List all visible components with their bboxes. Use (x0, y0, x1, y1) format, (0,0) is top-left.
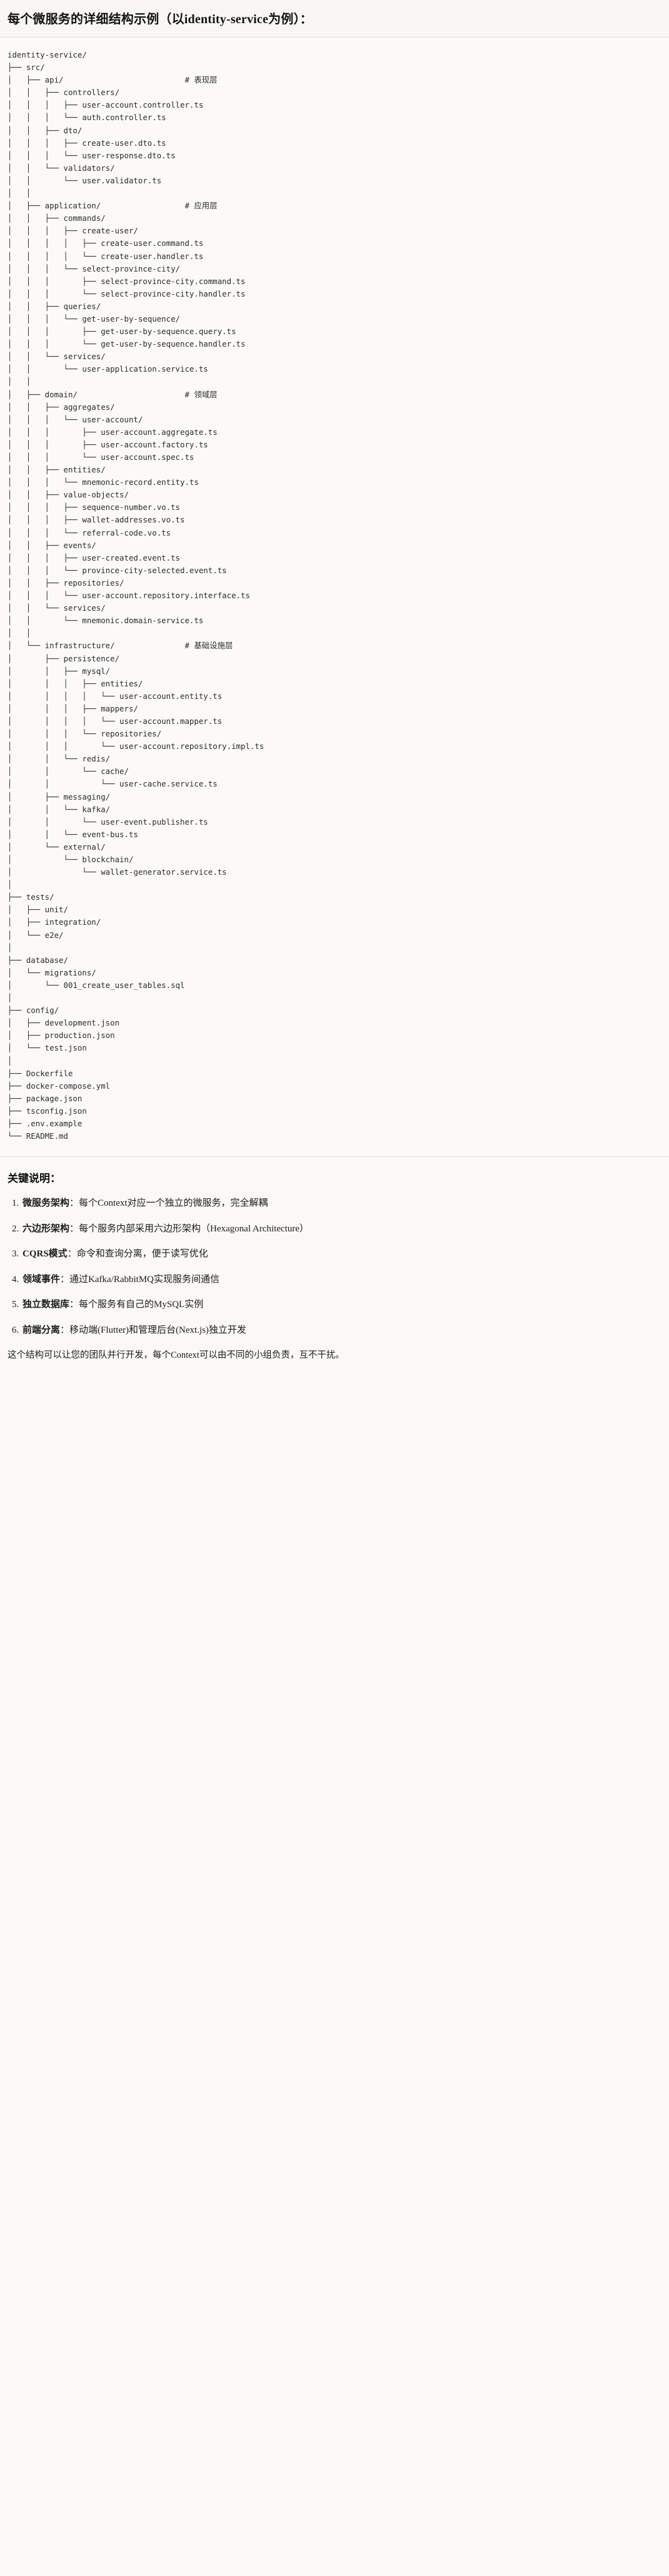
key-note-description: 每个服务内部采用六边形架构（Hexagonal Architecture） (79, 1223, 309, 1234)
key-note-term: 六边形架构 (23, 1223, 70, 1234)
key-note-separator: ： (69, 1300, 79, 1310)
key-note-term: 微服务架构 (23, 1198, 70, 1209)
key-note-item: 领域事件：通过Kafka/RabbitMQ实现服务间通信 (21, 1273, 661, 1287)
key-note-term: 领域事件 (23, 1274, 61, 1285)
page-root: 每个微服务的详细结构示例（以identity-service为例）： ident… (0, 0, 669, 1377)
key-note-separator: ： (60, 1325, 70, 1335)
key-note-separator: ： (69, 1198, 79, 1209)
page-title: 每个微服务的详细结构示例（以identity-service为例）： (8, 13, 313, 26)
key-note-item: 独立数据库：每个服务有自己的MySQL实例 (21, 1298, 661, 1312)
title-bar: 每个微服务的详细结构示例（以identity-service为例）： (0, 0, 669, 38)
directory-tree-section: identity-service/ ├── src/ │ ├── api/ # … (0, 38, 669, 1158)
key-note-separator: ： (60, 1274, 70, 1285)
key-note-item: CQRS模式：命令和查询分离，便于读写优化 (21, 1247, 661, 1261)
key-note-separator: ： (69, 1223, 79, 1234)
key-note-separator: ： (67, 1249, 77, 1260)
key-notes-heading: 关键说明： (8, 1173, 61, 1185)
key-note-description: 移动端(Flutter)和管理后台(Next.js)独立开发 (69, 1325, 246, 1335)
key-note-item: 六边形架构：每个服务内部采用六边形架构（Hexagonal Architectu… (21, 1222, 661, 1236)
key-note-term: CQRS模式 (23, 1249, 68, 1260)
key-note-item: 前端分离：移动端(Flutter)和管理后台(Next.js)独立开发 (21, 1323, 661, 1338)
key-note-description: 命令和查询分离，便于读写优化 (76, 1249, 208, 1260)
key-note-term: 前端分离 (23, 1325, 61, 1335)
closing-paragraph: 这个结构可以让您的团队并行开发，每个Context可以由不同的小组负责，互不干扰… (8, 1350, 345, 1361)
key-note-description: 每个Context对应一个独立的微服务，完全解耦 (79, 1198, 268, 1209)
directory-tree: identity-service/ ├── src/ │ ├── api/ # … (8, 50, 264, 1141)
key-notes-section: 关键说明： 微服务架构：每个Context对应一个独立的微服务，完全解耦六边形架… (0, 1157, 669, 1377)
key-notes-list: 微服务架构：每个Context对应一个独立的微服务，完全解耦六边形架构：每个服务… (8, 1196, 661, 1337)
key-note-item: 微服务架构：每个Context对应一个独立的微服务，完全解耦 (21, 1196, 661, 1211)
key-note-description: 通过Kafka/RabbitMQ实现服务间通信 (69, 1274, 220, 1285)
key-note-term: 独立数据库 (23, 1300, 70, 1310)
key-note-description: 每个服务有自己的MySQL实例 (79, 1300, 204, 1310)
